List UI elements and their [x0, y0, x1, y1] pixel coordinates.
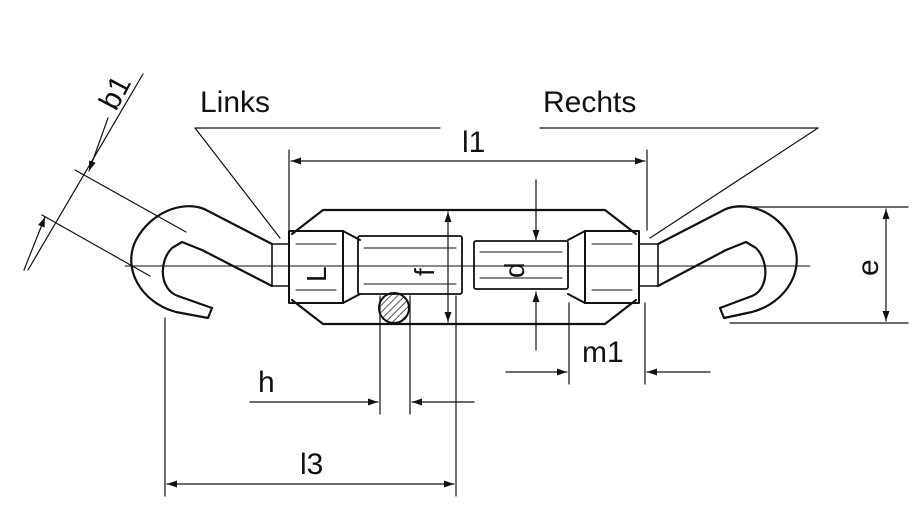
label-rechts: Rechts — [543, 86, 636, 119]
label-l3: l3 — [300, 448, 323, 481]
right-hook — [656, 205, 798, 320]
dim-h — [249, 295, 475, 415]
pin-section — [378, 292, 410, 324]
left-hook — [130, 205, 274, 320]
label-l1: l1 — [462, 126, 485, 159]
label-m1: m1 — [582, 336, 624, 369]
left-nut — [271, 230, 361, 304]
leaders — [194, 127, 819, 239]
label-d: d — [499, 262, 530, 278]
label-f: f — [409, 268, 440, 276]
label-links: Links — [200, 86, 270, 119]
label-L: L — [301, 266, 332, 282]
dim-b1 — [23, 73, 187, 277]
dim-l1 — [288, 149, 648, 231]
right-nut — [567, 230, 659, 304]
label-h: h — [258, 366, 275, 399]
dim-e — [729, 206, 909, 324]
turnbuckle-body — [290, 208, 638, 326]
dim-m1 — [505, 302, 711, 385]
label-e: e — [852, 259, 885, 276]
label-b1: b1 — [93, 70, 138, 115]
dim-l3 — [164, 295, 457, 497]
